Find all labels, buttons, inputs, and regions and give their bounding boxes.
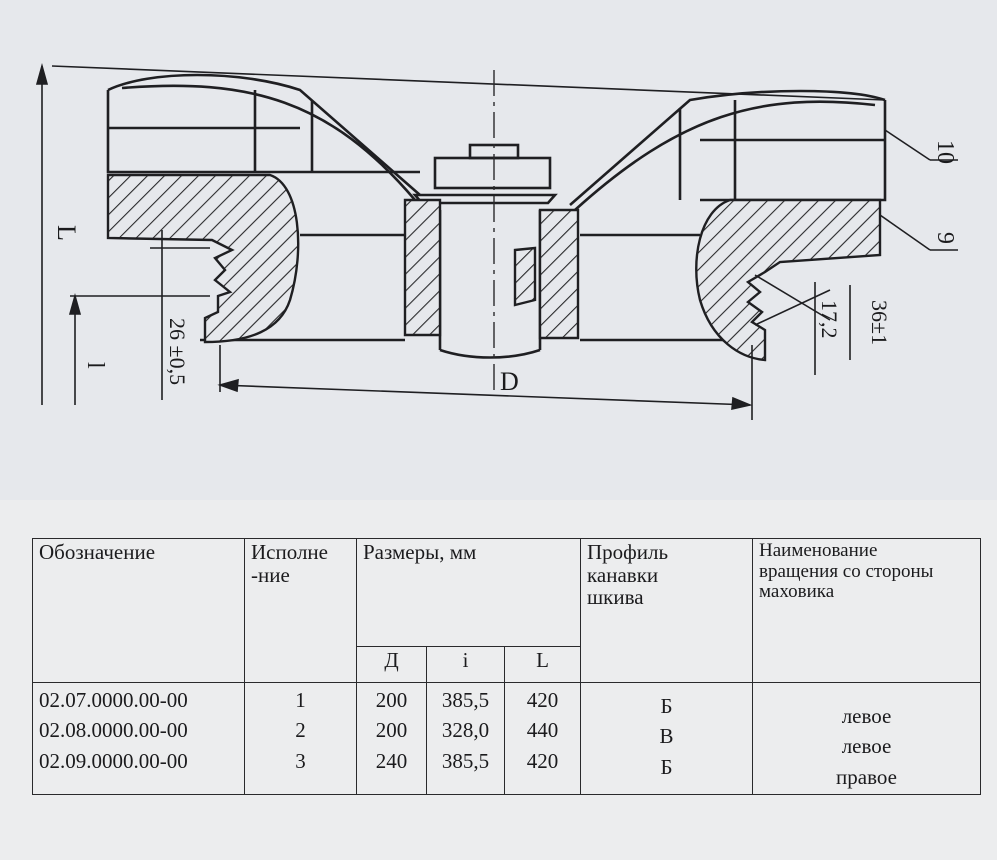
header-rotation: Наименование вращения со стороны маховик… (752, 538, 982, 683)
variant-3: 3 (295, 748, 306, 773)
header-rotation-line2: вращения со стороны (759, 560, 934, 582)
technical-drawing: L l 26 ±0,5 D 17,2 36±1 10 9 (35, 63, 958, 420)
cell-variants: 1 2 3 (244, 681, 357, 796)
header-profile-line3: шкива (587, 585, 644, 610)
header-dimensions: Размеры, мм (355, 538, 582, 647)
designation-2: 02.08.0000.00-00 (39, 718, 188, 743)
dimension-labels: L l 26 ±0,5 D 17,2 36±1 10 9 (52, 140, 958, 396)
i-2: 328,0 (441, 718, 490, 743)
D-1: 200 (375, 688, 408, 712)
header-variant: Исполне -ние (244, 538, 357, 683)
callout-10-label: 10 (932, 140, 958, 164)
profile-1: Б (660, 694, 673, 718)
L-2: 440 (526, 718, 559, 743)
header-variant-line2: -ние (251, 562, 290, 587)
header-profile: Профиль канавки шкива (580, 538, 754, 683)
designation-1: 02.07.0000.00-00 (39, 688, 188, 712)
variant-1: 1 (295, 688, 306, 712)
header-variant-line1: Исполне (251, 540, 328, 564)
dim-l-label: l (82, 362, 108, 369)
subheader-D: Д (356, 646, 427, 683)
dimension-lines (35, 63, 958, 420)
rotation-1: левое (841, 704, 892, 728)
cell-i-values: 385,5 328,0 385,5 (426, 681, 505, 796)
header-dimensions-text: Размеры, мм (363, 540, 477, 564)
subheader-i: i (426, 646, 505, 683)
i-3: 385,5 (441, 748, 490, 773)
cell-profiles: Б В Б (580, 681, 754, 796)
subheader-L: L (503, 646, 582, 683)
header-profile-line2: канавки (587, 562, 659, 587)
dim-26-label: 26 ±0,5 (165, 318, 190, 385)
dim-D-label: D (500, 367, 519, 396)
variant-2: 2 (295, 718, 306, 743)
i-1: 385,5 (441, 688, 490, 712)
header-profile-line1: Профиль (587, 540, 669, 564)
designation-3: 02.09.0000.00-00 (39, 748, 188, 773)
header-designation: Обозначение (32, 538, 245, 683)
header-row: Обозначение Исполне -ние Размеры, мм Про… (32, 538, 982, 683)
header-designation-text: Обозначение (39, 540, 156, 564)
cell-L-values: 420 440 420 (503, 681, 582, 796)
specification-area: Обозначение Исполне -ние Размеры, мм Про… (0, 500, 997, 860)
data-row: 02.07.0000.00-00 02.08.0000.00-00 02.09.… (32, 681, 982, 796)
profile-3: Б (660, 754, 673, 779)
dim-L-label: L (52, 225, 81, 241)
header-rotation-line1: Наименование (759, 540, 878, 561)
L-3: 420 (526, 748, 559, 773)
cell-rotations: левое левое правое (752, 681, 982, 796)
rotation-3: правое (836, 764, 897, 789)
header-rotation-line3: маховика (759, 581, 835, 603)
L-1: 420 (526, 688, 559, 712)
profile-2: В (659, 724, 674, 749)
cell-D-values: 200 200 240 (356, 681, 427, 796)
rotation-2: левое (841, 734, 892, 759)
dim-36-label: 36±1 (867, 300, 892, 345)
cell-designations: 02.07.0000.00-00 02.08.0000.00-00 02.09.… (32, 681, 245, 796)
subheader-row: Д i L (33, 646, 981, 683)
hatched-sections (106, 173, 882, 362)
D-3: 240 (375, 748, 408, 773)
D-2: 200 (375, 718, 408, 743)
callout-9-label: 9 (932, 232, 958, 244)
specification-table: Обозначение Исполне -ние Размеры, мм Про… (32, 538, 982, 796)
dim-17-label: 17,2 (817, 300, 842, 339)
